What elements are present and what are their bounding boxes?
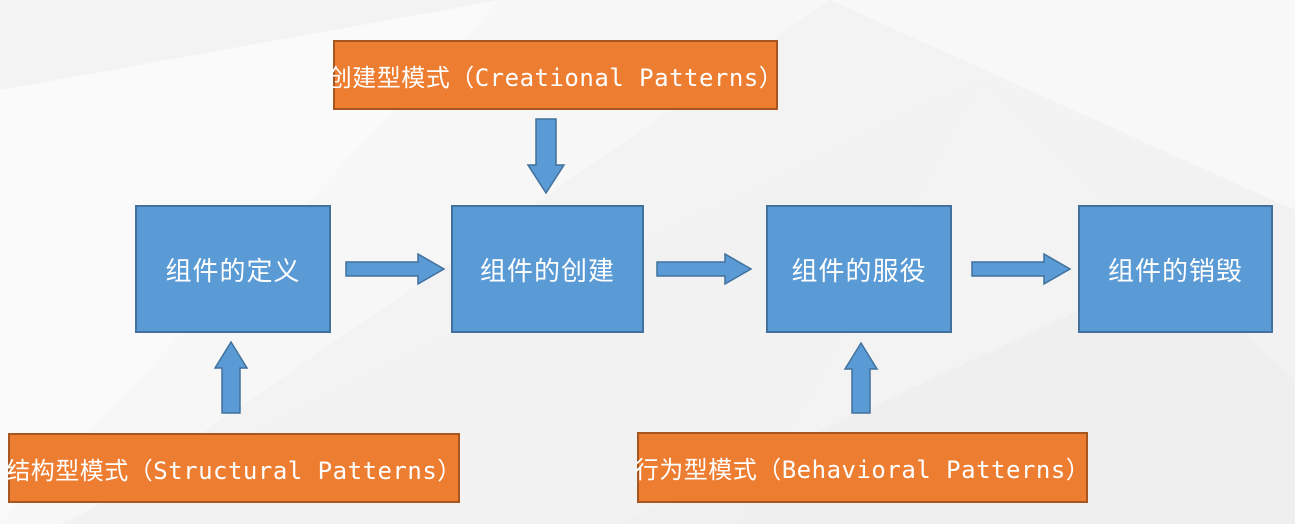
node-creational-patterns-label: 创建型模式（Creational Patterns） [327, 63, 784, 92]
node-structural-patterns-label: 结构型模式（Structural Patterns） [6, 456, 462, 485]
node-component-definition-label: 组件的定义 [165, 256, 301, 287]
node-structural-patterns: 结构型模式（Structural Patterns） [6, 433, 462, 503]
arrow-structural-up [213, 340, 249, 414]
node-component-destruction-label: 组件的销毁 [1107, 256, 1243, 287]
node-component-service-label: 组件的服役 [791, 256, 927, 287]
node-component-definition: 组件的定义 [135, 205, 331, 333]
arrow-serve-to-destroy [971, 252, 1072, 286]
node-component-creation: 组件的创建 [451, 205, 644, 333]
node-creational-patterns: 创建型模式（Creational Patterns） [328, 40, 783, 110]
arrow-creational-down [526, 118, 566, 195]
node-component-service: 组件的服役 [766, 205, 952, 333]
arrow-behavioral-up [843, 341, 879, 414]
node-behavioral-patterns: 行为型模式（Behavioral Patterns） [634, 432, 1091, 503]
node-component-creation-label: 组件的创建 [479, 256, 615, 287]
arrow-create-to-serve [656, 252, 753, 286]
node-component-destruction: 组件的销毁 [1078, 205, 1273, 333]
arrow-define-to-create [345, 252, 446, 286]
node-behavioral-patterns-label: 行为型模式（Behavioral Patterns） [634, 456, 1091, 484]
